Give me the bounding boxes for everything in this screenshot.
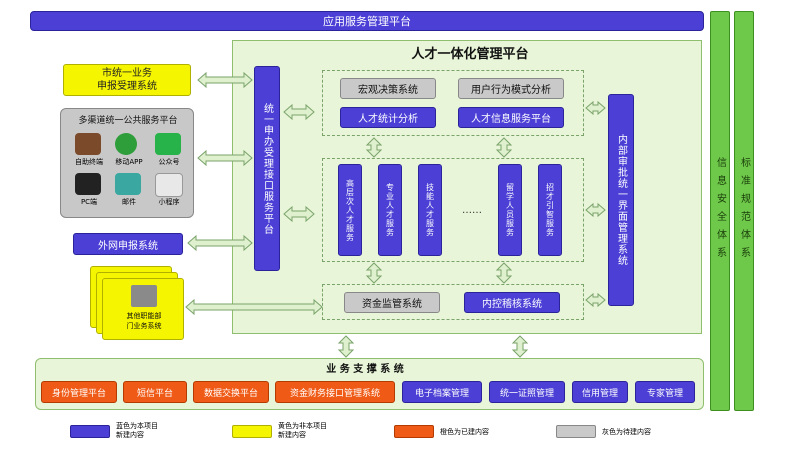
support-sms-platform: 短信平台 <box>123 381 187 403</box>
support-data-exchange: 数据交换平台 <box>193 381 269 403</box>
app-service-bar: 应用服务管理平台 <box>30 11 704 31</box>
internal-audit-system: 内控稽核系统 <box>464 292 560 313</box>
support-identity-platform: 身份管理平台 <box>41 381 117 403</box>
legend-yellow-label: 黄色为非本项目 新建内容 <box>278 422 327 439</box>
service-talent-recruitment: 招才引智服务 <box>538 164 562 256</box>
service-ellipsis: …… <box>462 204 482 216</box>
arrow-otherdept-to-platform <box>185 298 323 316</box>
legend-orange-swatch <box>394 425 434 438</box>
main-platform-title: 人才一体化管理平台 <box>411 46 529 62</box>
other-dept-systems: 其他职能部 门业务系统 <box>102 278 184 340</box>
channel-label-email: 邮件 <box>122 198 136 206</box>
standard-system-column: 标准规范体系 <box>734 11 754 411</box>
multi-channel-title: 多渠道统一公共服务平台 <box>78 116 178 126</box>
wechat-icon <box>155 133 181 155</box>
channel-label-pc: PC端 <box>80 198 98 206</box>
unified-interface-platform: 统一申办受理接口服务平台 <box>254 66 280 271</box>
legend-orange-label: 橙色为已建内容 <box>440 428 489 436</box>
security-system-column: 信息安全体系 <box>710 11 730 411</box>
analysis-module-group <box>322 70 584 136</box>
external-report-system: 外网申报系统 <box>73 233 183 255</box>
arrow-services-supervision-left <box>365 262 383 284</box>
supervision-module-group <box>322 284 584 320</box>
arrow-services-to-internal <box>585 202 606 218</box>
service-overseas-students: 留学人员服务 <box>498 164 522 256</box>
mobile-app-icon <box>115 133 137 155</box>
channel-label-app: 移动APP <box>115 158 143 166</box>
arrow-interface-to-analysis <box>283 103 315 121</box>
email-icon <box>115 173 141 195</box>
arrow-platform-support-left <box>337 335 355 358</box>
legend-gray-swatch <box>556 425 596 438</box>
building-icon <box>131 285 157 307</box>
support-finance-interface: 资金财务接口管理系统 <box>275 381 395 403</box>
user-behavior-analysis: 用户行为模式分析 <box>458 78 564 99</box>
other-dept-label: 其他职能部 门业务系统 <box>126 312 162 330</box>
legend-blue-label: 蓝色为本项目 新建内容 <box>116 422 158 439</box>
business-support-title: 业 务 支 撑 系 统 <box>326 363 404 375</box>
arrow-analysis-to-internal <box>585 100 606 116</box>
app-service-bar-label: 应用服务管理平台 <box>323 15 411 28</box>
talent-statistics: 人才统计分析 <box>340 107 436 128</box>
fund-supervision-system: 资金监管系统 <box>344 292 440 313</box>
support-e-archive: 电子档案管理 <box>402 381 482 403</box>
internal-approval-platform: 内部审批统一界面管理系统 <box>608 94 634 306</box>
channel-label-official-account: 公众号 <box>158 158 180 166</box>
arrow-platform-support-right <box>511 335 529 358</box>
talent-info-service-platform: 人才信息服务平台 <box>458 107 564 128</box>
multi-channel-platform: 多渠道统一公共服务平台 自助终端 移动APP 公众号 PC端 邮件 小程序 <box>60 108 194 218</box>
arrow-analysis-services-right <box>495 137 513 158</box>
standard-system-label: 标准规范体系 <box>738 157 750 265</box>
service-high-level-talent: 高层次人才服务 <box>338 164 362 256</box>
legend-gray-label: 灰色为待建内容 <box>602 428 651 436</box>
mini-program-icon <box>155 173 183 197</box>
support-unified-license: 统一证照管理 <box>489 381 565 403</box>
security-system-label: 信息安全体系 <box>714 157 726 265</box>
arrow-services-supervision-right <box>495 262 513 284</box>
talent-services-group <box>322 158 584 262</box>
channel-label-kiosk: 自助终端 <box>75 158 103 166</box>
arrow-analysis-services-left <box>365 137 383 158</box>
arrow-external-to-interface <box>187 234 253 252</box>
legend-blue-swatch <box>70 425 110 438</box>
legend-yellow-swatch <box>232 425 272 438</box>
support-expert: 专家管理 <box>635 381 695 403</box>
support-credit: 信用管理 <box>572 381 628 403</box>
arrow-report-to-interface <box>197 71 253 89</box>
unified-report-system: 市统一业务 申报受理系统 <box>63 64 191 96</box>
arrow-channel-to-interface <box>197 149 253 167</box>
pc-icon <box>75 173 101 195</box>
service-professional-talent: 专业人才服务 <box>378 164 402 256</box>
kiosk-icon <box>75 133 101 155</box>
arrow-interface-to-services <box>283 205 315 223</box>
arrow-supervision-to-internal <box>585 292 606 308</box>
macro-decision-system: 宏观决策系统 <box>340 78 436 99</box>
channel-label-mini-program: 小程序 <box>158 198 180 206</box>
service-skilled-talent: 技能人才服务 <box>418 164 442 256</box>
